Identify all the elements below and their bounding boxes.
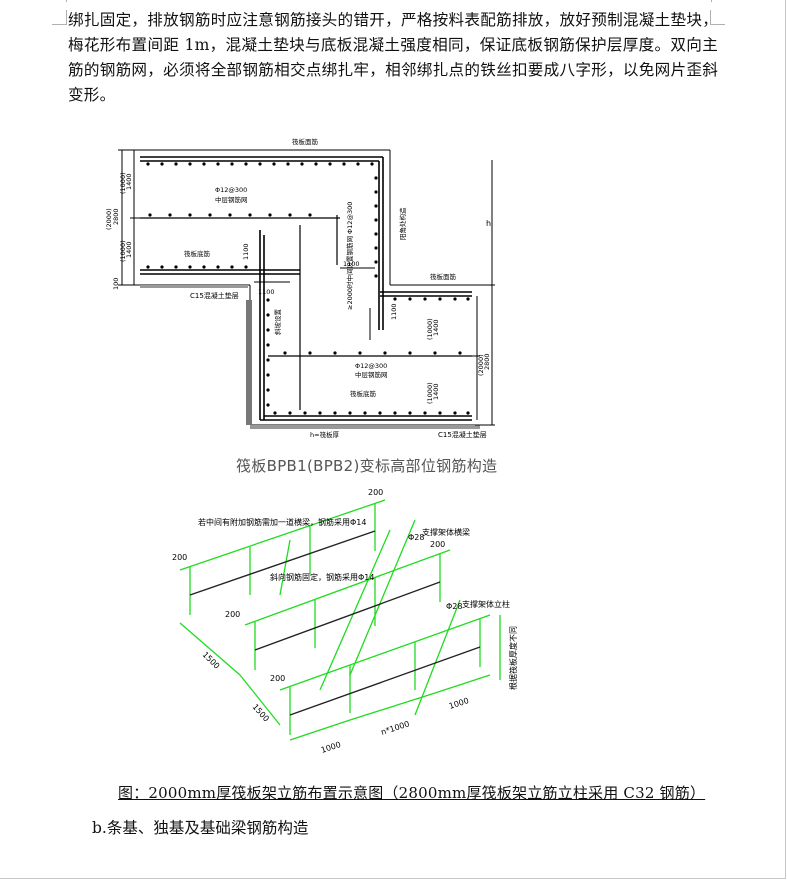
margin-corner-left bbox=[52, 10, 67, 25]
dim-h: h bbox=[486, 219, 491, 228]
dim-2800-right: 2800 bbox=[483, 353, 491, 370]
label-bottom-rebar-2: 筏板底筋 bbox=[350, 389, 377, 398]
figure-step-section: 筏板面筋 Φ12@300 中层钢筋网 筏板底筋 C15混凝土垫层 ≥2000时中… bbox=[105, 137, 495, 439]
label-mid-rebar-2: Φ12@300 bbox=[355, 362, 387, 370]
dim-200-2: 200 bbox=[172, 553, 187, 562]
label-support-beam: 支撑架体横梁 bbox=[422, 527, 470, 537]
dim-1000-bot: (1000) bbox=[119, 240, 127, 262]
dim-200-3: 200 bbox=[430, 540, 445, 549]
label-c15-right: C15混凝土垫层 bbox=[438, 430, 487, 439]
dim-1400-r2: 1400 bbox=[432, 383, 440, 400]
dim-2000-right: (2000) bbox=[477, 354, 485, 376]
dim-1500-1: 1500 bbox=[201, 650, 222, 671]
label-note-mid: 斜向钢筋固定，钢筋采用Φ14 bbox=[270, 572, 374, 582]
figure2-caption: 图：2000mm厚筏板架立筋布置示意图（2800mm厚筏板架立筋立柱采用 C32… bbox=[118, 784, 706, 802]
body-paragraph: 绑扎固定，排放钢筋时应注意钢筋接头的错开，严格按料表配筋排放，放好预制混凝土垫块… bbox=[68, 11, 718, 104]
figure1-caption: 筏板BPB1(BPB2)变标高部位钢筋构造 bbox=[236, 457, 498, 475]
label-vertical-rebar: ≥2000时中间设置钢筋网 Φ12@300 bbox=[345, 202, 354, 310]
label-right-side: 阳角处构造 bbox=[398, 207, 407, 240]
dim-1400-bot: 1400 bbox=[125, 241, 133, 258]
label-phi28-b: Φ28 bbox=[446, 602, 462, 611]
figure-support-frame: 若中间有附加钢筋需加一道横梁，钢筋采用Φ14 斜向钢筋固定，钢筋采用Φ14 Φ2… bbox=[172, 488, 518, 755]
dim-1100-a: 1100 bbox=[343, 260, 360, 268]
dim-n1000: n*1000 bbox=[380, 719, 411, 737]
label-mid-net-2: 中层钢筋网 bbox=[355, 370, 388, 379]
label-right-top-rebar: 筏板面筋 bbox=[430, 272, 457, 281]
label-mid-net-1: 中层钢筋网 bbox=[215, 195, 248, 204]
dim-2000-left: (2000) bbox=[105, 208, 113, 230]
label-mid-rebar-1: Φ12@300 bbox=[215, 186, 247, 194]
dim-1000-top: (1000) bbox=[119, 172, 127, 194]
label-side-text: 根据筏板厚度不同 bbox=[508, 626, 518, 690]
margin-corner-right bbox=[710, 10, 725, 25]
dim-1500-2: 1500 bbox=[251, 702, 271, 723]
dim-1100-b: 1100 bbox=[258, 288, 275, 296]
rebar-dots bbox=[146, 162, 470, 415]
dim-1000-r2: (1000) bbox=[426, 382, 434, 404]
label-side-note: 斜坡设置 bbox=[273, 309, 282, 336]
dim-1100-c: 1100 bbox=[242, 243, 250, 260]
label-bottom-note: h=筏板厚 bbox=[310, 430, 340, 439]
label-phi28-a: Φ28 bbox=[408, 533, 424, 542]
header-line bbox=[66, 0, 712, 2]
dim-200-1: 200 bbox=[368, 488, 383, 497]
label-note-top: 若中间有附加钢筋需加一道横梁，钢筋采用Φ14 bbox=[198, 517, 366, 527]
label-bottom-rebar-1: 筏板底筋 bbox=[184, 249, 211, 258]
label-support-post: 支撑架体立柱 bbox=[462, 599, 510, 609]
dim-1000-r: (1000) bbox=[426, 318, 434, 340]
label-c15-left: C15混凝土垫层 bbox=[190, 291, 239, 300]
dim-1000-1: 1000 bbox=[320, 740, 342, 755]
section-title: b.条基、独基及基础梁钢筋构造 bbox=[92, 819, 309, 837]
dim-200-4: 200 bbox=[225, 610, 240, 619]
dim-1000-2: 1000 bbox=[448, 696, 470, 711]
dim-2800-left: 2800 bbox=[112, 208, 120, 225]
dim-100: 100 bbox=[112, 278, 120, 290]
dim-200-5: 200 bbox=[270, 674, 285, 683]
dim-1400-r: 1400 bbox=[432, 319, 440, 336]
label-top-rebar: 筏板面筋 bbox=[292, 137, 319, 146]
dim-1100-d: 1100 bbox=[390, 303, 398, 320]
dim-1400-top: 1400 bbox=[125, 173, 133, 190]
